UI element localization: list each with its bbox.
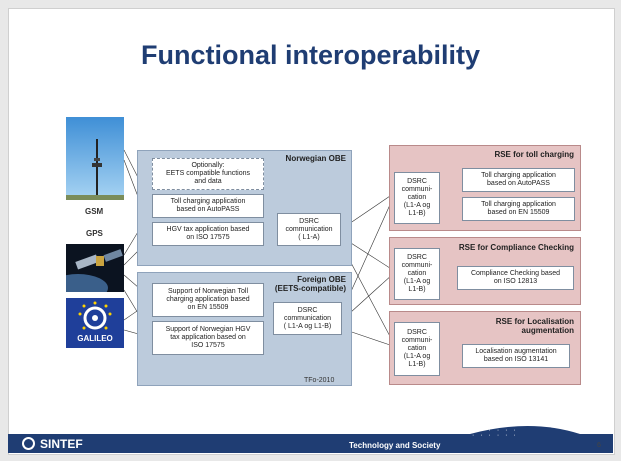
for-dsrc-text: DSRC communication ( L1-A og L1-B) [283,306,332,330]
rse-compliance-dsrc-box: DSRC communi- cation (L1-A og L1-B) [394,248,440,300]
nor-toll-app-text: Toll charging application based on AutoP… [170,198,246,213]
for-hgv-app-box: Support of Norwegian HGV tax application… [152,321,264,355]
rse-localisation-title: RSE for Localisation augmentation [495,317,574,335]
gps-label: GPS [86,229,103,238]
galileo-label: GALILEO [77,334,113,343]
norwegian-obe-title: Norwegian OBE [285,154,346,163]
credit-text: TFo-2010 [304,377,335,384]
rse-toll-app2-text: Toll charging application based on EN 15… [481,201,556,216]
for-hgv-app-text: Support of Norwegian HGV tax application… [165,326,251,349]
rse-localisation-dsrc-text: DSRC communi- cation (L1-A og L1-B) [401,329,433,368]
optional-functions-text: Optionally: EETS compatible functions an… [165,162,251,185]
rse-localisation-app-box: Localisation augmentation based on ISO 1… [462,344,570,368]
rse-toll-app1-box: Toll charging application based on AutoP… [462,168,575,192]
gsm-label: GSM [85,207,104,216]
sintef-logo-text: SINTEF [40,437,83,451]
optional-functions-box: Optionally: EETS compatible functions an… [152,158,264,190]
footer-bar [8,434,613,453]
for-dsrc-box: DSRC communication ( L1-A og L1-B) [273,302,342,335]
footer-tech-text: Technology and Society [349,441,441,450]
rse-toll-app1-text: Toll charging application based on AutoP… [481,172,556,187]
for-toll-app-box: Support of Norwegian Toll charging appli… [152,283,264,317]
rse-toll-dsrc-text: DSRC communi- cation (L1-A og L1-B) [401,178,433,217]
nor-toll-app-box: Toll charging application based on AutoP… [152,194,264,218]
rse-toll-dsrc-box: DSRC communi- cation (L1-A og L1-B) [394,172,440,224]
footer-dots-decoration: · · · · · ·· · · · · ·· · · · · · [472,422,518,439]
rse-toll-title: RSE for toll charging [494,150,574,159]
tower-photo-icon [66,117,124,200]
footer-swoosh [470,426,580,453]
slide-title: Functional interoperability [140,40,481,70]
nor-hgv-app-text: HGV tax application based on ISO 17575 [166,226,250,241]
rse-toll-app2-box: Toll charging application based on EN 15… [462,197,575,221]
nor-hgv-app-box: HGV tax application based on ISO 17575 [152,222,264,246]
nor-dsrc-box: DSRC communication ( L1-A) [277,213,341,246]
page-number: 6 [597,442,601,449]
rse-compliance-title: RSE for Compliance Checking [458,243,574,252]
nor-dsrc-text: DSRC communication ( L1-A) [285,217,333,241]
rse-compliance-app-box: Compliance Checking based on ISO 12813 [457,266,574,290]
rse-compliance-app-text: Compliance Checking based on ISO 12813 [470,270,561,285]
for-toll-app-text: Support of Norwegian Toll charging appli… [166,288,250,311]
sintef-logo-icon [22,437,35,450]
rse-localisation-dsrc-box: DSRC communi- cation (L1-A og L1-B) [394,322,440,376]
rse-localisation-app-text: Localisation augmentation based on ISO 1… [475,348,557,363]
foreign-obe-title: Foreign OBE (EETS-compatible) [274,275,346,293]
galileo-logo-icon: GALILEO [66,298,124,348]
rse-compliance-dsrc-text: DSRC communi- cation (L1-A og L1-B) [401,254,433,293]
